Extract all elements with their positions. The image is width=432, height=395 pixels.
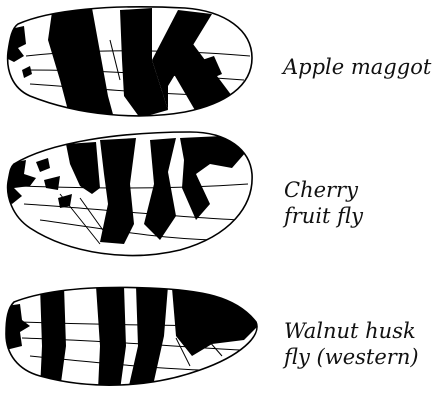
apple-maggot-wing	[0, 0, 270, 130]
walnut-husk-fly-wing	[0, 266, 270, 395]
cherry-fruit-fly-wing	[0, 124, 270, 264]
walnut-husk-fly-label: Walnut husk fly (western)	[284, 318, 419, 370]
apple-maggot-label: Apple maggot	[283, 54, 431, 80]
cherry-fruit-fly-label: Cherry fruit fly	[284, 177, 363, 229]
